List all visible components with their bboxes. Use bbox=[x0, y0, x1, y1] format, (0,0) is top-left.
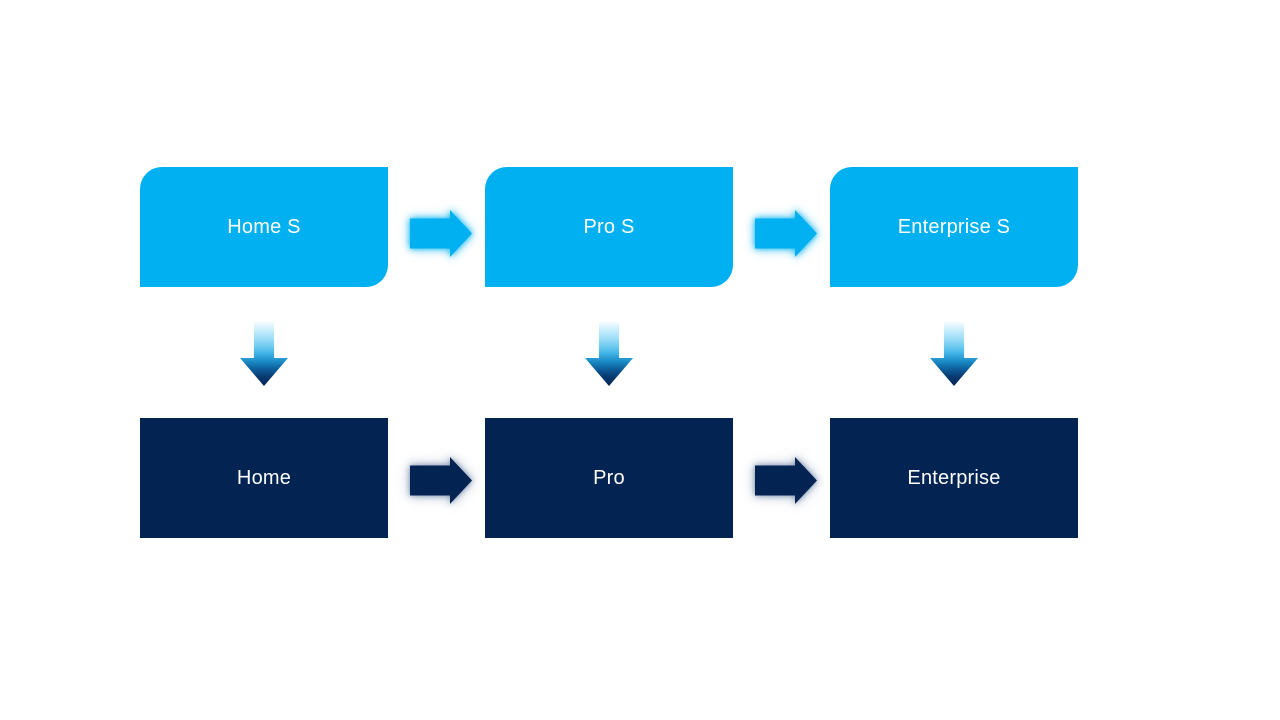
node-pro: Pro bbox=[485, 418, 733, 538]
node-label: Pro S bbox=[583, 215, 635, 238]
right-arrow-shape bbox=[755, 457, 817, 504]
node-enterprise: Enterprise bbox=[830, 418, 1078, 538]
node-label: Home S bbox=[227, 215, 301, 238]
right-arrow-icon bbox=[410, 457, 472, 504]
right-arrow-icon bbox=[755, 457, 817, 504]
node-home: Home bbox=[140, 418, 388, 538]
down-arrow-shape bbox=[585, 321, 633, 386]
node-home-s: Home S bbox=[140, 167, 388, 287]
down-arrow-shape bbox=[240, 321, 288, 386]
down-arrow-icon bbox=[930, 321, 978, 386]
node-label: Pro bbox=[593, 466, 625, 489]
node-label: Enterprise S bbox=[897, 215, 1011, 238]
right-arrow-shape bbox=[410, 210, 472, 257]
right-arrow-icon bbox=[755, 210, 817, 257]
node-pro-s: Pro S bbox=[485, 167, 733, 287]
down-arrow-icon bbox=[240, 321, 288, 386]
node-label: Enterprise bbox=[907, 466, 1001, 489]
down-arrow-icon bbox=[585, 321, 633, 386]
down-arrow-shape bbox=[930, 321, 978, 386]
right-arrow-icon bbox=[410, 210, 472, 257]
node-enterprise-s: Enterprise S bbox=[830, 167, 1078, 287]
right-arrow-shape bbox=[755, 210, 817, 257]
node-label: Home bbox=[236, 466, 292, 489]
right-arrow-shape bbox=[410, 457, 472, 504]
